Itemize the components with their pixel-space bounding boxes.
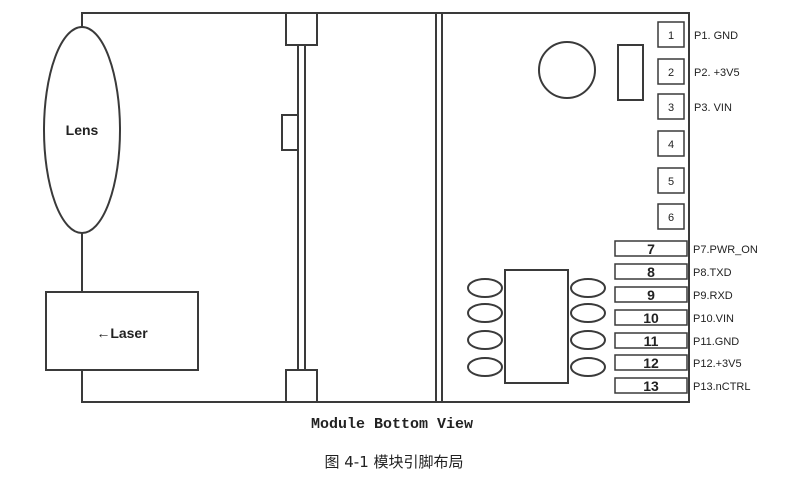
chip-pad-right-3 — [570, 330, 606, 350]
small-component — [617, 44, 644, 101]
pin-label: P13.nCTRL — [693, 381, 750, 393]
pin-number: 6 — [668, 212, 674, 224]
rail-bottom-block — [285, 369, 318, 403]
pin-pad-3 — [657, 93, 685, 120]
rail-top-block — [285, 12, 318, 46]
pin-label: P9.RXD — [693, 290, 733, 302]
pin-pad-6 — [657, 203, 685, 230]
pin-number: 12 — [643, 355, 659, 371]
pin-pad-13 — [614, 377, 688, 394]
lens-ellipse — [43, 26, 121, 234]
pin-number: 10 — [643, 310, 659, 326]
pin-label: P3. VIN — [694, 102, 732, 114]
pin-number: 2 — [668, 67, 674, 79]
rail-side-block — [281, 114, 299, 151]
chip-pad-left-4 — [467, 357, 503, 377]
pin-number: 1 — [668, 30, 674, 42]
pin-pad-2 — [657, 58, 685, 85]
lower-pin-pads: 7 P7.PWR_ON 8 P8.TXD 9 P9.RXD 10 P10.VIN 11 P11.G… — [614, 240, 758, 394]
pin-number: 7 — [647, 241, 655, 257]
pin-number: 13 — [643, 378, 659, 394]
pin-pad-10 — [614, 309, 688, 326]
pin-number: 5 — [668, 176, 674, 188]
pin-pad-7 — [614, 240, 688, 257]
pin-label: P12.+3V5 — [693, 358, 742, 370]
chip-pads — [467, 278, 606, 377]
pin-pad-5 — [657, 167, 685, 194]
pin-number: 11 — [644, 333, 659, 349]
pin-label: P11.GND — [693, 336, 739, 348]
ic-chip — [504, 269, 569, 384]
pin-label: P1. GND — [694, 30, 738, 42]
laser-label: ←Laser — [96, 325, 148, 341]
pin-number: 9 — [647, 287, 655, 303]
pin-pad-9 — [614, 286, 688, 303]
pin-label: P10.VIN — [693, 313, 734, 325]
chip-pad-right-4 — [570, 357, 606, 377]
upper-pin-pads: 1 P1. GND 2 P2. +3V5 3 P3. VIN 4 5 6 — [657, 21, 740, 230]
lens-label: Lens — [66, 122, 99, 138]
chip-pad-left-2 — [467, 303, 503, 323]
pin-number: 4 — [668, 139, 674, 151]
chip-pad-right-2 — [570, 303, 606, 323]
figure-caption: 图 4-1 模块引脚布局 — [324, 453, 463, 471]
pin-pad-1 — [657, 21, 685, 48]
chip-pad-left-3 — [467, 330, 503, 350]
chip-pad-left-1 — [467, 278, 503, 298]
laser-box — [45, 291, 199, 371]
pin-number: 8 — [647, 264, 655, 280]
view-title: Module Bottom View — [311, 416, 473, 433]
pin-pad-11 — [614, 332, 688, 349]
pin-label: P7.PWR_ON — [693, 244, 758, 256]
pin-label: P8.TXD — [693, 267, 732, 279]
round-component — [538, 41, 596, 99]
pin-label: P2. +3V5 — [694, 67, 740, 79]
pin-pad-8 — [614, 263, 688, 280]
chip-pad-right-1 — [570, 278, 606, 298]
pin-pad-12 — [614, 354, 688, 371]
pin-number: 3 — [668, 102, 674, 114]
pin-pad-4 — [657, 130, 685, 157]
